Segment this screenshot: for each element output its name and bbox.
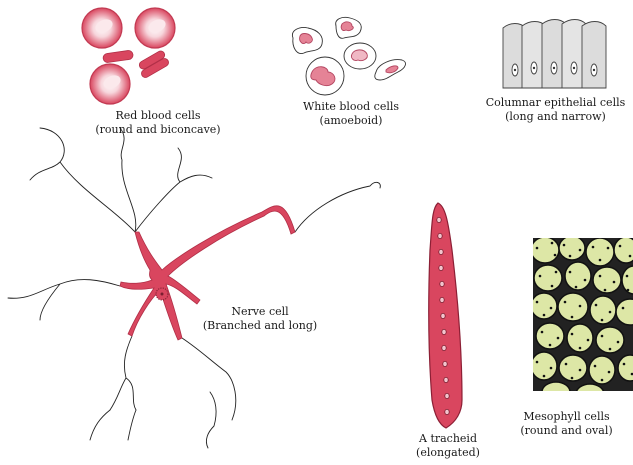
wbc-cell [305, 56, 345, 96]
rbc-disc [81, 7, 123, 49]
mesophyll-cells-illustration [533, 238, 633, 391]
label-name: Columnar epithelial cells [485, 96, 626, 109]
label-detail: (long and narrow) [505, 110, 606, 123]
label-nerve-cell: Nerve cell (Branched and long) [180, 305, 340, 333]
label-detail: (round and oval) [520, 424, 613, 437]
rbc-side-view [138, 50, 166, 70]
red-blood-cells-illustration [81, 7, 176, 105]
columnar-epithelial-illustration [502, 19, 607, 89]
tracheid-illustration [428, 202, 463, 429]
label-columnar-epithelial-cells: Columnar epithelial cells (long and narr… [478, 96, 633, 124]
tracheid-pits [436, 216, 450, 415]
white-blood-cells-illustration [292, 16, 406, 96]
rbc-disc [134, 7, 176, 49]
label-white-blood-cells: White blood cells (amoeboid) [276, 100, 426, 128]
wbc-cell [335, 16, 362, 39]
label-detail: (round and biconcave) [95, 123, 221, 136]
nerve-cell-body [119, 205, 296, 341]
label-tracheid: A tracheid (elongated) [388, 432, 508, 460]
rbc-side-view [141, 58, 169, 78]
label-detail: (elongated) [416, 446, 480, 459]
wbc-cell [292, 27, 323, 54]
label-detail: (amoeboid) [319, 114, 383, 127]
rbc-disc [89, 63, 131, 105]
label-name: A tracheid [419, 432, 477, 445]
columnar-cell [581, 21, 607, 89]
label-detail: (Branched and long) [202, 319, 318, 332]
chloroplast-dots [535, 241, 633, 382]
label-name: White blood cells [302, 100, 400, 113]
label-name: Mesophyll cells [523, 410, 610, 423]
nerve-cell-illustration [7, 127, 381, 449]
wbc-cell [374, 59, 406, 81]
label-name: Red blood cells [115, 109, 201, 122]
wbc-cell [343, 42, 377, 70]
label-red-blood-cells: Red blood cells (round and biconcave) [78, 109, 238, 137]
rbc-side-view [102, 50, 134, 63]
label-mesophyll-cells: Mesophyll cells (round and oval) [500, 410, 633, 438]
mesophyll-cell-grid [533, 238, 633, 391]
label-name: Nerve cell [231, 305, 289, 318]
